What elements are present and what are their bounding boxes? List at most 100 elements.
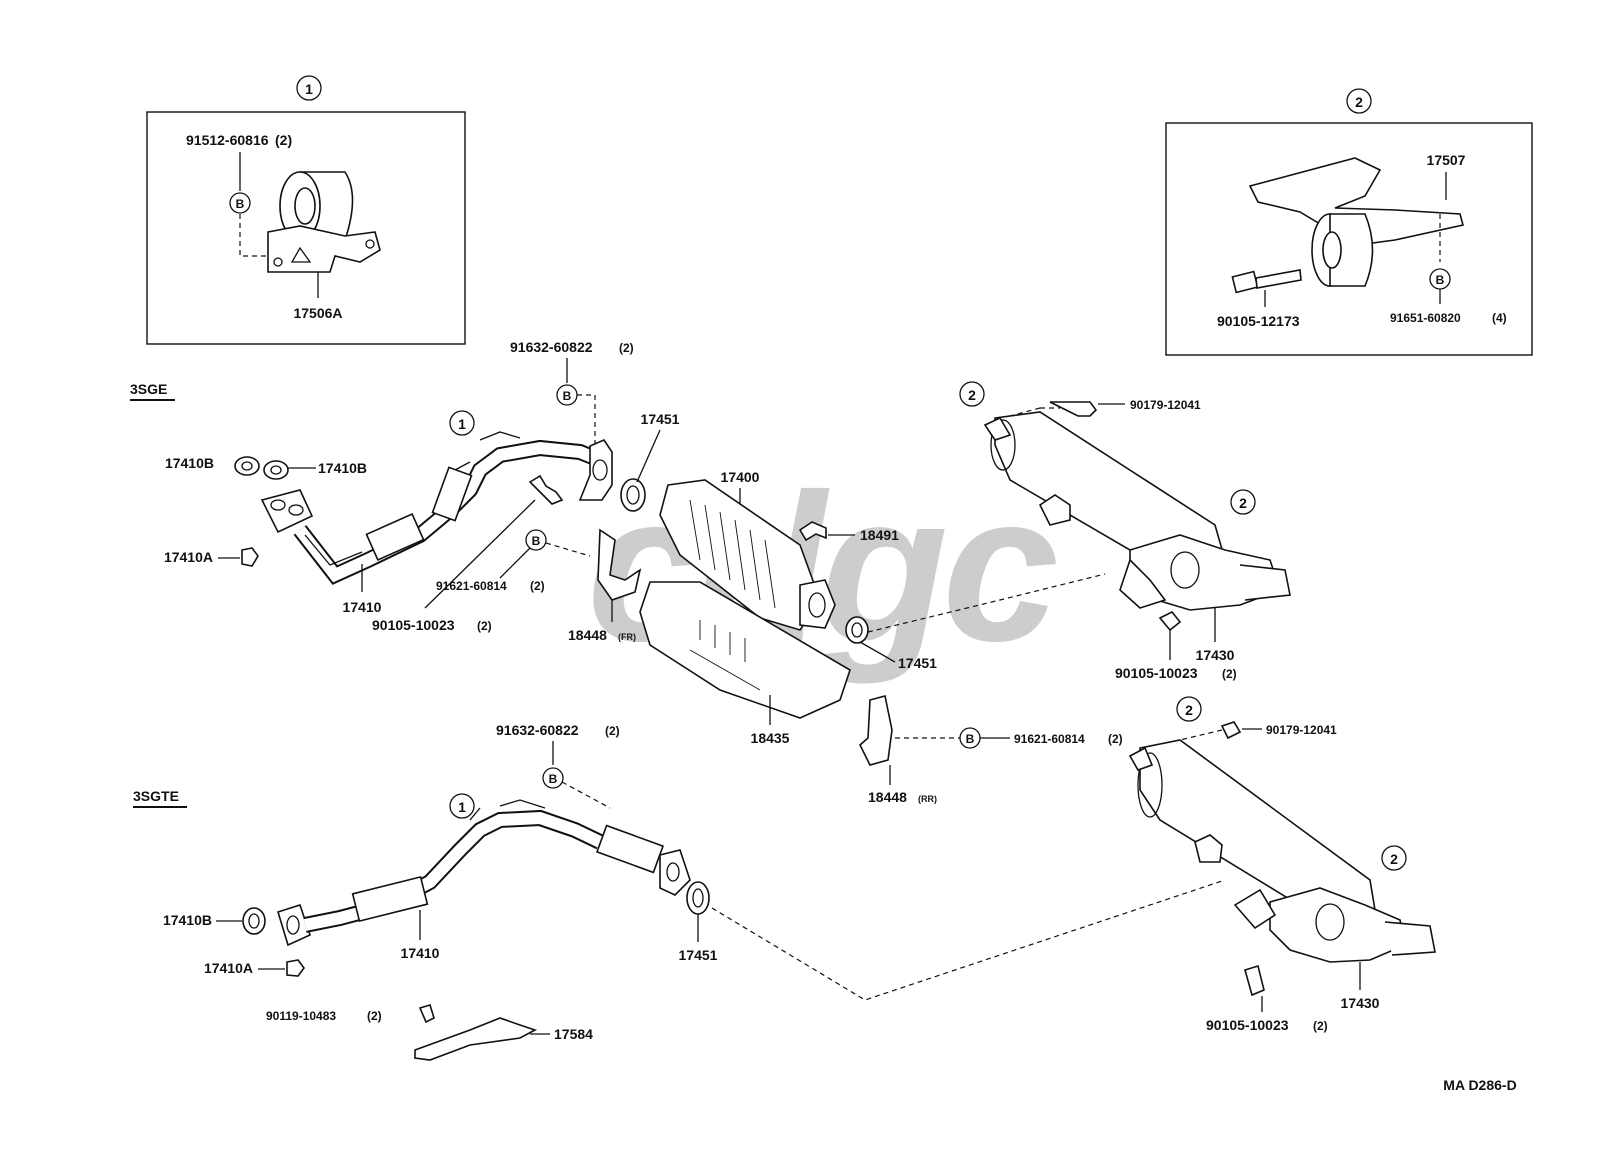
sge-clip-label: 18491 <box>860 527 899 543</box>
sgte-nut-a <box>286 959 305 977</box>
inset-2-frame <box>1165 122 1533 356</box>
inset2-boltb-qty: (4) <box>1492 311 1507 325</box>
sgte-stay <box>414 1017 538 1061</box>
sge-tail-bolt <box>1158 610 1182 632</box>
sge-bracket-bolt-label: 91621-60814 <box>436 579 507 593</box>
sgte-callout-1-label: 1 <box>458 799 466 815</box>
sge-tail-bolt-qty: (2) <box>1222 667 1237 681</box>
sgte-gasket-b-label: 17410B <box>163 912 212 928</box>
sge-flange-bolt-qty: (2) <box>619 341 634 355</box>
sgte-stay-bolt-label: 90119-10483 <box>266 1009 336 1023</box>
sge-bracket-bolt-callout-label: B <box>532 534 541 548</box>
section-3sgte-title: 3SGTE <box>133 788 179 804</box>
sge-clip <box>798 521 827 542</box>
section-3sge-title: 3SGE <box>130 381 167 397</box>
sge-flange-bolt-label: 91632-60822 <box>510 339 593 355</box>
sgte-callout-1 <box>449 793 475 819</box>
sge-bracket-rr-suffix: (RR) <box>918 794 937 804</box>
sgte-stay-bolt-qty: (2) <box>367 1009 382 1023</box>
sgte-flange-bolt-label: 91632-60822 <box>496 722 579 738</box>
sgte-front-pipe-label: 17410 <box>401 945 440 961</box>
sge-callout-2-top-label: 2 <box>968 387 976 403</box>
sge-flange <box>578 439 613 501</box>
sgte-muffler-nut <box>1220 721 1242 740</box>
sge-heat-insulator-label: 18435 <box>751 730 790 746</box>
mount-rubber-drawing <box>267 171 381 273</box>
sge-converter-drawing <box>659 479 836 631</box>
sge-nut-a <box>241 547 259 567</box>
sge-bracket-rr-bolt-qty: (2) <box>1108 732 1123 746</box>
inset-2: 2 17507 B 90105-12173 91651-60820 (4) <box>1165 88 1533 356</box>
bolt-b-callout-label: B <box>236 197 245 211</box>
sge-bracket-fr-label: 18448 <box>568 627 607 643</box>
sgte-stay-bolt <box>418 1004 435 1024</box>
sge-stud-bolt <box>528 474 564 505</box>
inset1-bracket-number: 17506A <box>293 305 342 321</box>
sge-gasket-upper-label: 17451 <box>641 411 680 427</box>
sge-tail-bolt-label: 90105-10023 <box>1115 665 1198 681</box>
sgte-tail-bolt-qty: (2) <box>1313 1019 1328 1033</box>
inset2-bracket-number: 17507 <box>1427 152 1466 168</box>
sge-bracket-rr-label: 18448 <box>868 789 907 805</box>
inset-1: 1 91512-60816 (2) B 17506A <box>146 75 466 345</box>
sgte-front-pipe-drawing <box>277 799 691 947</box>
sgte-flange-bolt-callout <box>542 767 564 789</box>
sge-callout-1 <box>449 410 475 436</box>
sge-converter-label: 17400 <box>721 469 760 485</box>
sgte-gasket-b <box>242 907 266 935</box>
sgte-callout-2-top-label: 2 <box>1185 702 1193 718</box>
sge-gasket-upper <box>620 478 646 512</box>
sge-callout-2-top <box>959 381 985 407</box>
sge-callout-1-label: 1 <box>458 416 466 432</box>
inset2-bolt-number: 90105-12173 <box>1217 313 1300 329</box>
sge-gasket-b-right-label: 17410B <box>318 460 367 476</box>
sge-gasket-b-right <box>263 460 289 480</box>
sge-bracket-fr <box>597 528 642 601</box>
sge-tail-pipe-label: 17430 <box>1196 647 1235 663</box>
sge-muffler-nut-label: 90179-12041 <box>1130 398 1201 412</box>
sgte-callout-2-tail <box>1381 845 1407 871</box>
sge-gasket-b-left-label: 17410B <box>165 455 214 471</box>
sgte-flange-bolt-qty: (2) <box>605 724 620 738</box>
sgte-callout-2-tail-label: 2 <box>1390 851 1398 867</box>
sge-bracket-bolt-qty: (2) <box>530 579 545 593</box>
sgte-nut-a-label: 17410A <box>204 960 253 976</box>
sge-muffler-nut <box>1049 401 1098 417</box>
sgte-tail-bolt <box>1244 964 1265 997</box>
callout-2-circle <box>1346 88 1372 114</box>
sgte-tail-bolt-label: 90105-10023 <box>1206 1017 1289 1033</box>
callout-1-circle <box>296 75 322 101</box>
section-3sgte: 3SGTE 91632-60822 (2) B 1 17410B 17410A <box>133 696 1436 1061</box>
sgte-flange-bolt-callout-label: B <box>549 772 558 786</box>
sge-gasket-b-left <box>234 456 260 476</box>
sge-bracket-fr-suffix: (FR) <box>618 632 636 642</box>
sge-heat-insulator-drawing <box>639 581 851 719</box>
sgte-tail-pipe-label: 17430 <box>1341 995 1380 1011</box>
callout-1-label: 1 <box>305 81 313 97</box>
inset1-bolt-number: 91512-60816 <box>186 132 269 148</box>
sge-flange-bolt-callout-label: B <box>563 389 572 403</box>
sgte-callout-2-top <box>1176 696 1202 722</box>
sge-bracket-rr <box>859 695 893 766</box>
sge-bracket-bolt-callout <box>525 529 547 551</box>
sgte-gasket-label: 17451 <box>679 947 718 963</box>
bolt-b-callout-2-label: B <box>1436 273 1445 287</box>
sge-callout-2-tail <box>1230 489 1256 515</box>
sge-front-pipe-label: 17410 <box>343 599 382 615</box>
inset2-bolt-drawing <box>1231 269 1302 294</box>
sge-bracket-rr-bolt-label: 91621-60814 <box>1014 732 1085 746</box>
bolt-b-callout <box>229 192 251 214</box>
sge-muffler-drawing <box>983 411 1291 611</box>
sge-gasket-lower-label: 17451 <box>898 655 937 671</box>
section-3sge: 3SGE 17410B 17410B 17410A 1 17410 <box>130 339 1291 805</box>
hanger-bracket-drawing <box>1248 157 1464 287</box>
sge-nut-a-label: 17410A <box>164 549 213 565</box>
sgte-stay-label: 17584 <box>554 1026 593 1042</box>
sge-front-pipe-drawing <box>260 431 603 585</box>
sgte-muffler-drawing <box>1128 739 1436 963</box>
sgte-muffler-nut-label: 90179-12041 <box>1266 723 1337 737</box>
sge-stud-bolt-label: 90105-10023 <box>372 617 455 633</box>
sge-stud-bolt-qty: (2) <box>477 619 492 633</box>
inset1-bolt-qty: (2) <box>275 132 292 148</box>
